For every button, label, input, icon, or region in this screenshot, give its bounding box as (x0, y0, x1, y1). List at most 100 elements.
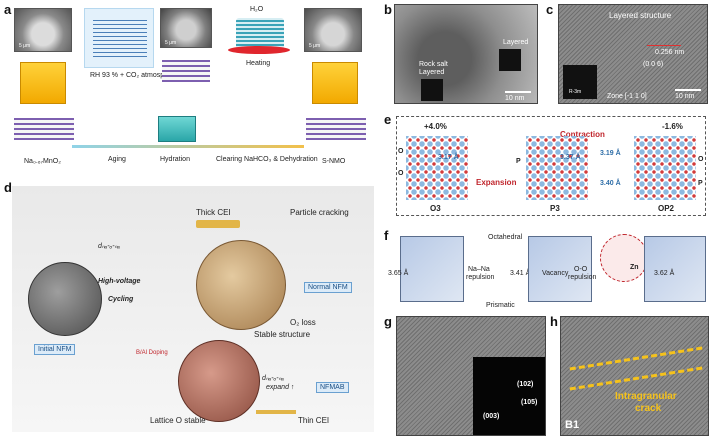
plane-label: (0 0 6) (643, 61, 664, 68)
o2-loss-label: O₂ loss (290, 318, 316, 327)
panel-d: d Thick CEI Particle cracking Normal NFM… (0, 178, 380, 438)
structure-f3 (644, 236, 706, 302)
minus16-label: -1.6% (662, 122, 683, 131)
hydration-label: Hydration (160, 156, 190, 163)
o-label-right: O (698, 156, 704, 163)
cycling-label: Cycling (108, 296, 134, 303)
heating-stack (236, 18, 284, 50)
particle-cracking-label: Particle cracking (290, 208, 349, 217)
intragranular-label: Intragranular (615, 391, 677, 402)
d362-label: 3.62 Å (654, 270, 675, 277)
scale-label-c: 10 nm (675, 93, 695, 100)
panel-h-label: h (550, 314, 558, 329)
sem-image-3: 5 μm (304, 8, 362, 52)
cube-teal (158, 116, 196, 142)
fft-inset-g: (102) (105) (003) (473, 357, 545, 435)
thin-cei-label: Thin CEI (298, 416, 330, 425)
crack-label: crack (635, 403, 662, 414)
op2-structure (634, 136, 696, 200)
vacancy-label: Vacancy (542, 270, 569, 277)
panel-c-label: c (546, 2, 554, 17)
panel-d-label: d (4, 180, 12, 195)
panel-e: e +4.0% Contraction -1.6% O O 3.17 Å Exp… (382, 110, 711, 222)
nfmab-box: NFMAB (316, 382, 349, 393)
lattice-icon-1 (14, 118, 74, 140)
layered-label-b1: Layered (503, 39, 529, 46)
cube-yellow-2 (312, 62, 358, 104)
initial-particle (28, 262, 102, 336)
lattice-icon-wavy (93, 19, 147, 57)
zn-label: Zn (630, 264, 639, 271)
d-label-3: 3.19 Å (600, 150, 621, 157)
prismatic-label: Prismatic (486, 302, 515, 309)
octahedral-label: Octahedral (488, 234, 523, 241)
panel-c: c Layered structure 0.256 nm (0 0 6) R-3… (546, 0, 711, 108)
layered-label-b2: Layered (419, 69, 445, 76)
contraction-label: Contraction (560, 130, 605, 139)
hrtem-image-g: (102) (105) (003) (396, 316, 546, 436)
aging-label: Aging (108, 156, 126, 163)
na-na-label: Na–Na (468, 266, 490, 273)
d-label-1: 3.17 Å (438, 154, 459, 161)
structure-f1 (400, 236, 464, 302)
scale-label-b: 10 nm (505, 95, 525, 102)
dnaona-label-1: dₙₐ-ₒ-ₙₐ (98, 243, 120, 250)
p3-structure (526, 136, 588, 200)
doped-particle (178, 340, 260, 422)
b1-label: B1 (565, 419, 580, 431)
h2o-label: H₂O (250, 6, 264, 13)
d341-label: 3.41 Å (510, 270, 531, 277)
p3-label: P3 (550, 204, 560, 213)
nmo-label: Na₀.₆₇MnO₂ (24, 158, 61, 165)
h105-label: (105) (521, 399, 538, 406)
sem-image-1: 5 μm (14, 8, 72, 52)
atmosphere-label: RH 93 % + CO₂ atmosphere (90, 72, 179, 79)
panel-h: h Intragranular crack B1 (548, 314, 711, 438)
d-spacing-label: 0.256 nm (655, 49, 685, 56)
rocksalt-label: Rock salt (419, 61, 448, 68)
normal-nfm-box: Normal NFM (304, 282, 352, 293)
fft-inset-b1 (421, 79, 443, 101)
atmosphere-box (84, 8, 154, 68)
initial-nfm-box: Initial NFM (34, 344, 76, 355)
expansion-label: Expansion (476, 178, 517, 187)
stable-structure-label: Stable structure (254, 330, 311, 339)
fft-inset-b2 (499, 49, 521, 71)
zone-label: Zone [-1 1 0] (607, 93, 647, 100)
panel-b-label: b (384, 2, 392, 17)
snmo-label: S-NMO (322, 158, 346, 165)
panel-f-label: f (384, 228, 389, 243)
panel-a-label: a (4, 2, 12, 17)
repulsion-label-1: repulsion (466, 274, 495, 281)
p-label-mid: P (516, 158, 521, 165)
p-label-right: P (698, 180, 703, 187)
structure-f2 (528, 236, 592, 302)
doping-label: B/Al Doping (136, 350, 168, 356)
clearing-label: Clearing NaHCO₃ & Dehydration (216, 156, 318, 163)
hrtem-image-b: Layered Rock salt Layered 10 nm (394, 4, 538, 104)
hotplate (228, 46, 290, 54)
thick-cei-layer (196, 220, 240, 228)
panel-g-label: g (384, 314, 392, 329)
zn-inset (600, 234, 648, 282)
fft-inset-c: R-3m (563, 65, 597, 99)
o-label-left-1: O (398, 148, 404, 155)
scale-label-2: 5 μm (165, 40, 177, 46)
d365-label: 3.65 Å (388, 270, 409, 277)
thick-cei-label: Thick CEI (196, 208, 231, 217)
d-label-2: 3.37 Å (560, 154, 581, 161)
dnaona-label-2: dₙₐ-ₒ-ₙₐ (262, 375, 284, 382)
o-label-left-2: O (398, 170, 404, 177)
lattice-o-label: Lattice O stable (150, 416, 206, 425)
oo-label: O-O (574, 266, 588, 273)
crack-line-2 (569, 366, 703, 391)
scale-bar-b (505, 91, 531, 93)
h003-label: (003) (483, 413, 500, 420)
o3-structure (406, 136, 468, 200)
panel-e-frame (396, 116, 706, 216)
timeline-arrow (72, 145, 304, 148)
expand-label: expand ↑ (266, 384, 295, 391)
panel-f: f 3.65 Å Octahedral Na–Na repulsion Pris… (382, 226, 711, 312)
scale-label-1: 5 μm (19, 43, 31, 49)
panel-e-label: e (384, 112, 392, 127)
